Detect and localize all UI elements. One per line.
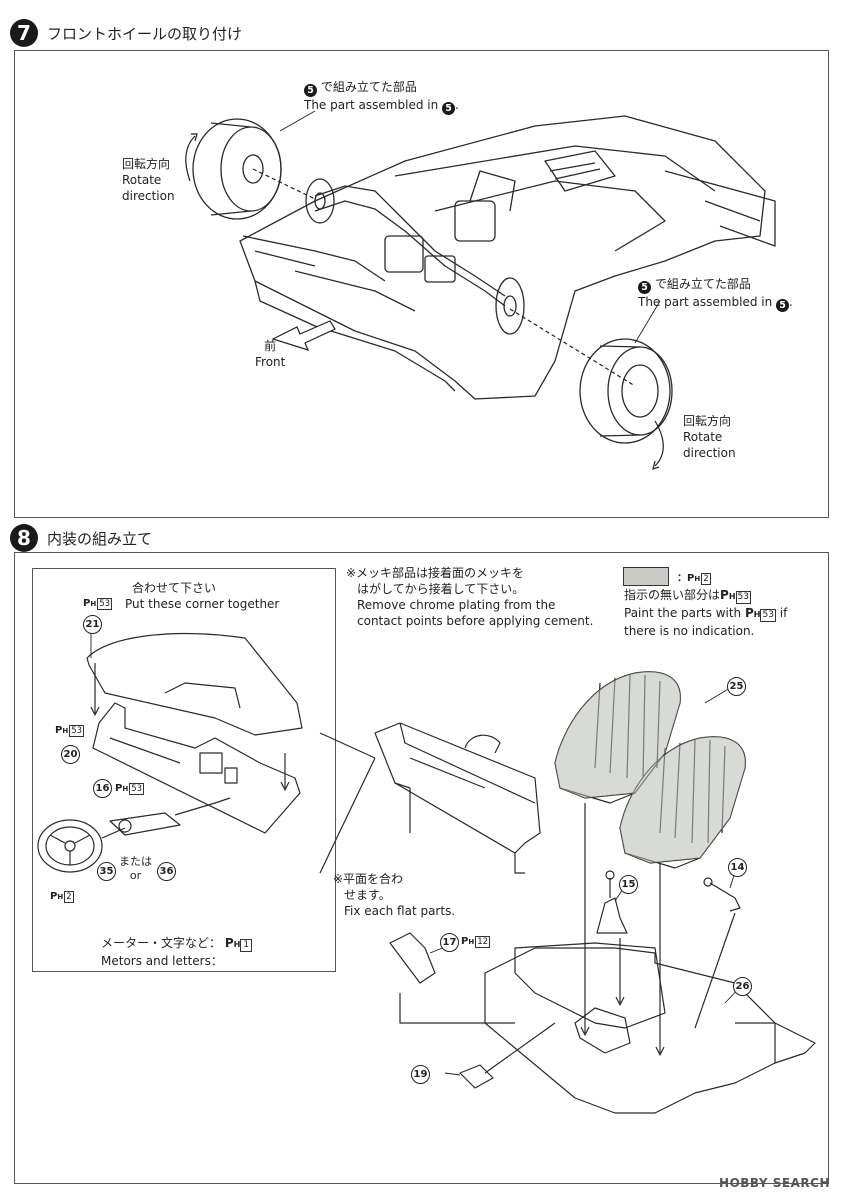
- rotate-left-en2: direction: [122, 189, 175, 203]
- or-note: または or: [119, 855, 152, 883]
- corner-note-jp: 合わせて下さい: [132, 581, 217, 595]
- flat-line1: ※平面を合わ: [333, 872, 404, 886]
- callout-right-jp: で組み立てた部品: [654, 277, 751, 291]
- ref-circle-5b: 5: [442, 102, 456, 115]
- rotate-right-jp: 回転方向: [683, 414, 732, 428]
- chrome-note: ※メッキ部品は接着面のメッキを はがしてから接着して下さい。 Remove ch…: [346, 565, 593, 629]
- step-8-illustration: [37, 631, 816, 1114]
- part-25: 25: [727, 677, 746, 696]
- flat-line3: Fix each flat parts.: [344, 904, 456, 918]
- rotate-right-en2: direction: [683, 446, 736, 460]
- callout-top-en: The part assembled in: [304, 98, 439, 112]
- ref-circle-5c: 5: [638, 281, 651, 294]
- step-7-number: 7: [10, 19, 38, 47]
- hobby-search-watermark: HOBBY SEARCH: [719, 1176, 830, 1190]
- callout-right: 5 で組み立てた部品 The part assembled in 5.: [638, 277, 793, 312]
- part-20: 20: [61, 745, 80, 764]
- step-7-header: 7 フロントホイールの取り付け: [10, 19, 242, 47]
- gray-swatch: [623, 567, 669, 586]
- chrome-line4: contact points before applying cement.: [357, 614, 594, 628]
- front-en: Front: [255, 355, 286, 369]
- or-note-jp: または: [119, 855, 152, 868]
- swatch-line2: Paint the parts with: [624, 606, 742, 620]
- chrome-line1: ※メッキ部品は接着面のメッキを: [346, 566, 525, 580]
- callout-right-en: The part assembled in: [638, 295, 773, 309]
- part-19: 19: [411, 1065, 430, 1084]
- callout-top-jp: で組み立てた部品: [320, 80, 417, 94]
- step-8-header: 8 内装の組み立て: [10, 524, 152, 552]
- swatch-code3: 53: [760, 609, 776, 622]
- step-7-illustration: [185, 110, 776, 470]
- chrome-line3: Remove chrome plating from the: [357, 598, 556, 612]
- front-label: 前 Front: [255, 338, 285, 370]
- swatch-code2: 53: [735, 591, 751, 604]
- meter-note-en: Metors and letters：: [101, 954, 223, 968]
- callout-top: 5 で組み立てた部品 The part assembled in 5.: [304, 80, 459, 115]
- part-36: 36: [157, 862, 176, 881]
- ref-circle-5: 5: [304, 84, 317, 97]
- part-21: 21: [83, 615, 102, 634]
- part-14: 14: [728, 858, 747, 877]
- step-7-title: フロントホイールの取り付け: [47, 24, 243, 43]
- corner-note-en: Put these corner together: [125, 597, 280, 611]
- swatch-line3: there is no indication.: [624, 624, 755, 638]
- meter-note-jp: メーター・文字など：: [101, 936, 222, 950]
- flat-line2: せます。: [344, 888, 391, 902]
- step-7-frame: 5 で組み立てた部品 The part assembled in 5. 5 で組…: [14, 50, 829, 518]
- swatch-line2-end: if: [779, 606, 788, 620]
- meter-code: 1: [240, 939, 253, 952]
- part-16: 16: [93, 779, 112, 798]
- rotate-right-en1: Rotate: [683, 430, 723, 444]
- flat-note: ※平面を合わ せます。 Fix each flat parts.: [333, 871, 455, 919]
- step-8-number: 8: [10, 524, 38, 552]
- step-8-title: 内装の組み立て: [47, 529, 153, 548]
- rotate-left-jp: 回転方向: [122, 157, 171, 171]
- part-17: 17: [440, 933, 459, 952]
- swatch-line1: 指示の無い部分は: [624, 588, 721, 602]
- part-35: 35: [97, 862, 116, 881]
- rotate-direction-left: 回転方向 Rotate direction: [122, 156, 175, 204]
- rotate-left-en1: Rotate: [122, 173, 162, 187]
- ref-circle-5d: 5: [776, 299, 790, 312]
- part-15: 15: [619, 875, 638, 894]
- chrome-line2: はがしてから接着して下さい。: [357, 582, 525, 596]
- front-jp: 前: [264, 339, 277, 353]
- part-26: 26: [733, 977, 752, 996]
- rotate-direction-right: 回転方向 Rotate direction: [683, 413, 736, 461]
- corner-note: 合わせて下さい Put these corner together: [125, 580, 279, 612]
- or-note-en: or: [129, 869, 142, 882]
